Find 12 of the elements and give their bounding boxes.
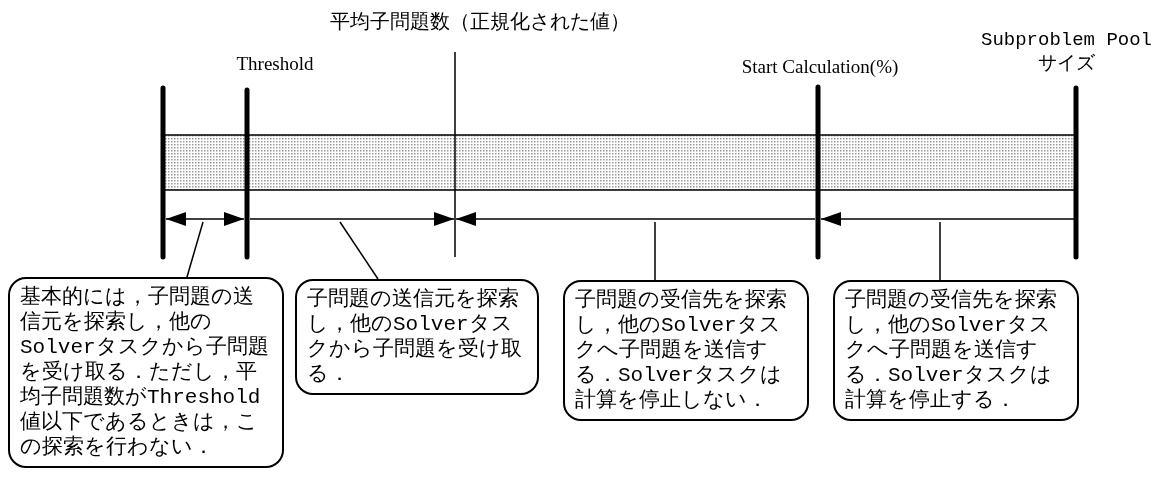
callout-box: 子問題の受信先を探索し，他のSolverタスクへ子問題を送信する．Solverタスクは計算を停止する． [833,280,1079,421]
axis-title: 平均子問題数（正規化された値） [329,9,631,34]
leader-line [186,221,204,278]
callout-box: 子問題の受信先を探索し，他のSolverタスクへ子問題を送信する．Solverタスクは計算を停止しない． [563,280,809,421]
leader-line [939,221,941,281]
callout-box: 子問題の送信元を探索し，他のSolverタスクから子問題を受け取る． [295,279,539,395]
callout-box: 基本的には，子問題の送信元を探索し，他のSolverタスクから子問題を受け取る．ただし，平均子問題数がThreshold値以下であるときは，この探索を行わない． [8,277,284,468]
marker-label: Start Calculation(%) [740,55,900,79]
leader-line [339,221,379,280]
marker-label: Threshold [235,52,315,76]
marker-label: Subproblem Pool サイズ [980,28,1153,76]
leader-line [654,221,656,281]
